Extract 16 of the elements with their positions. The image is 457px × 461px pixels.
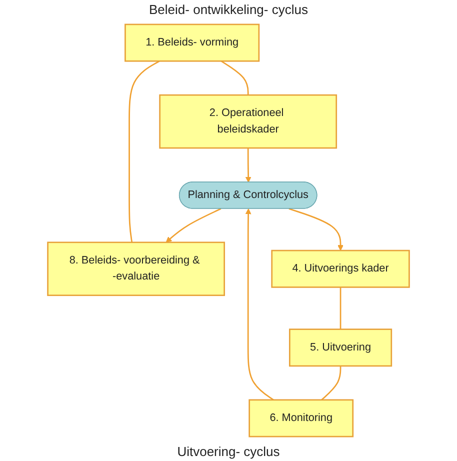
cycle-label: Uitvoering- cyclus <box>177 444 280 459</box>
arrow <box>245 148 252 183</box>
node-box: 2. Operationeel beleidskader <box>159 94 338 149</box>
connector <box>128 60 160 242</box>
arrow <box>166 208 222 243</box>
connector <box>321 366 342 400</box>
cycle-label: Beleid- ontwikkeling- cyclus <box>149 2 308 17</box>
node-box: 5. Uitvoering <box>288 328 392 367</box>
node-box: 4. Uitvoerings kader <box>271 250 410 288</box>
connector <box>220 60 249 96</box>
arrow <box>245 208 274 400</box>
node-box: 8. Beleids- voorbereiding & -evaluatie <box>47 242 225 296</box>
arrow <box>288 208 344 251</box>
connector <box>340 287 342 330</box>
node-box: 1. Beleids- vorming <box>124 24 260 62</box>
node-box: 6. Monitoring <box>248 399 354 438</box>
